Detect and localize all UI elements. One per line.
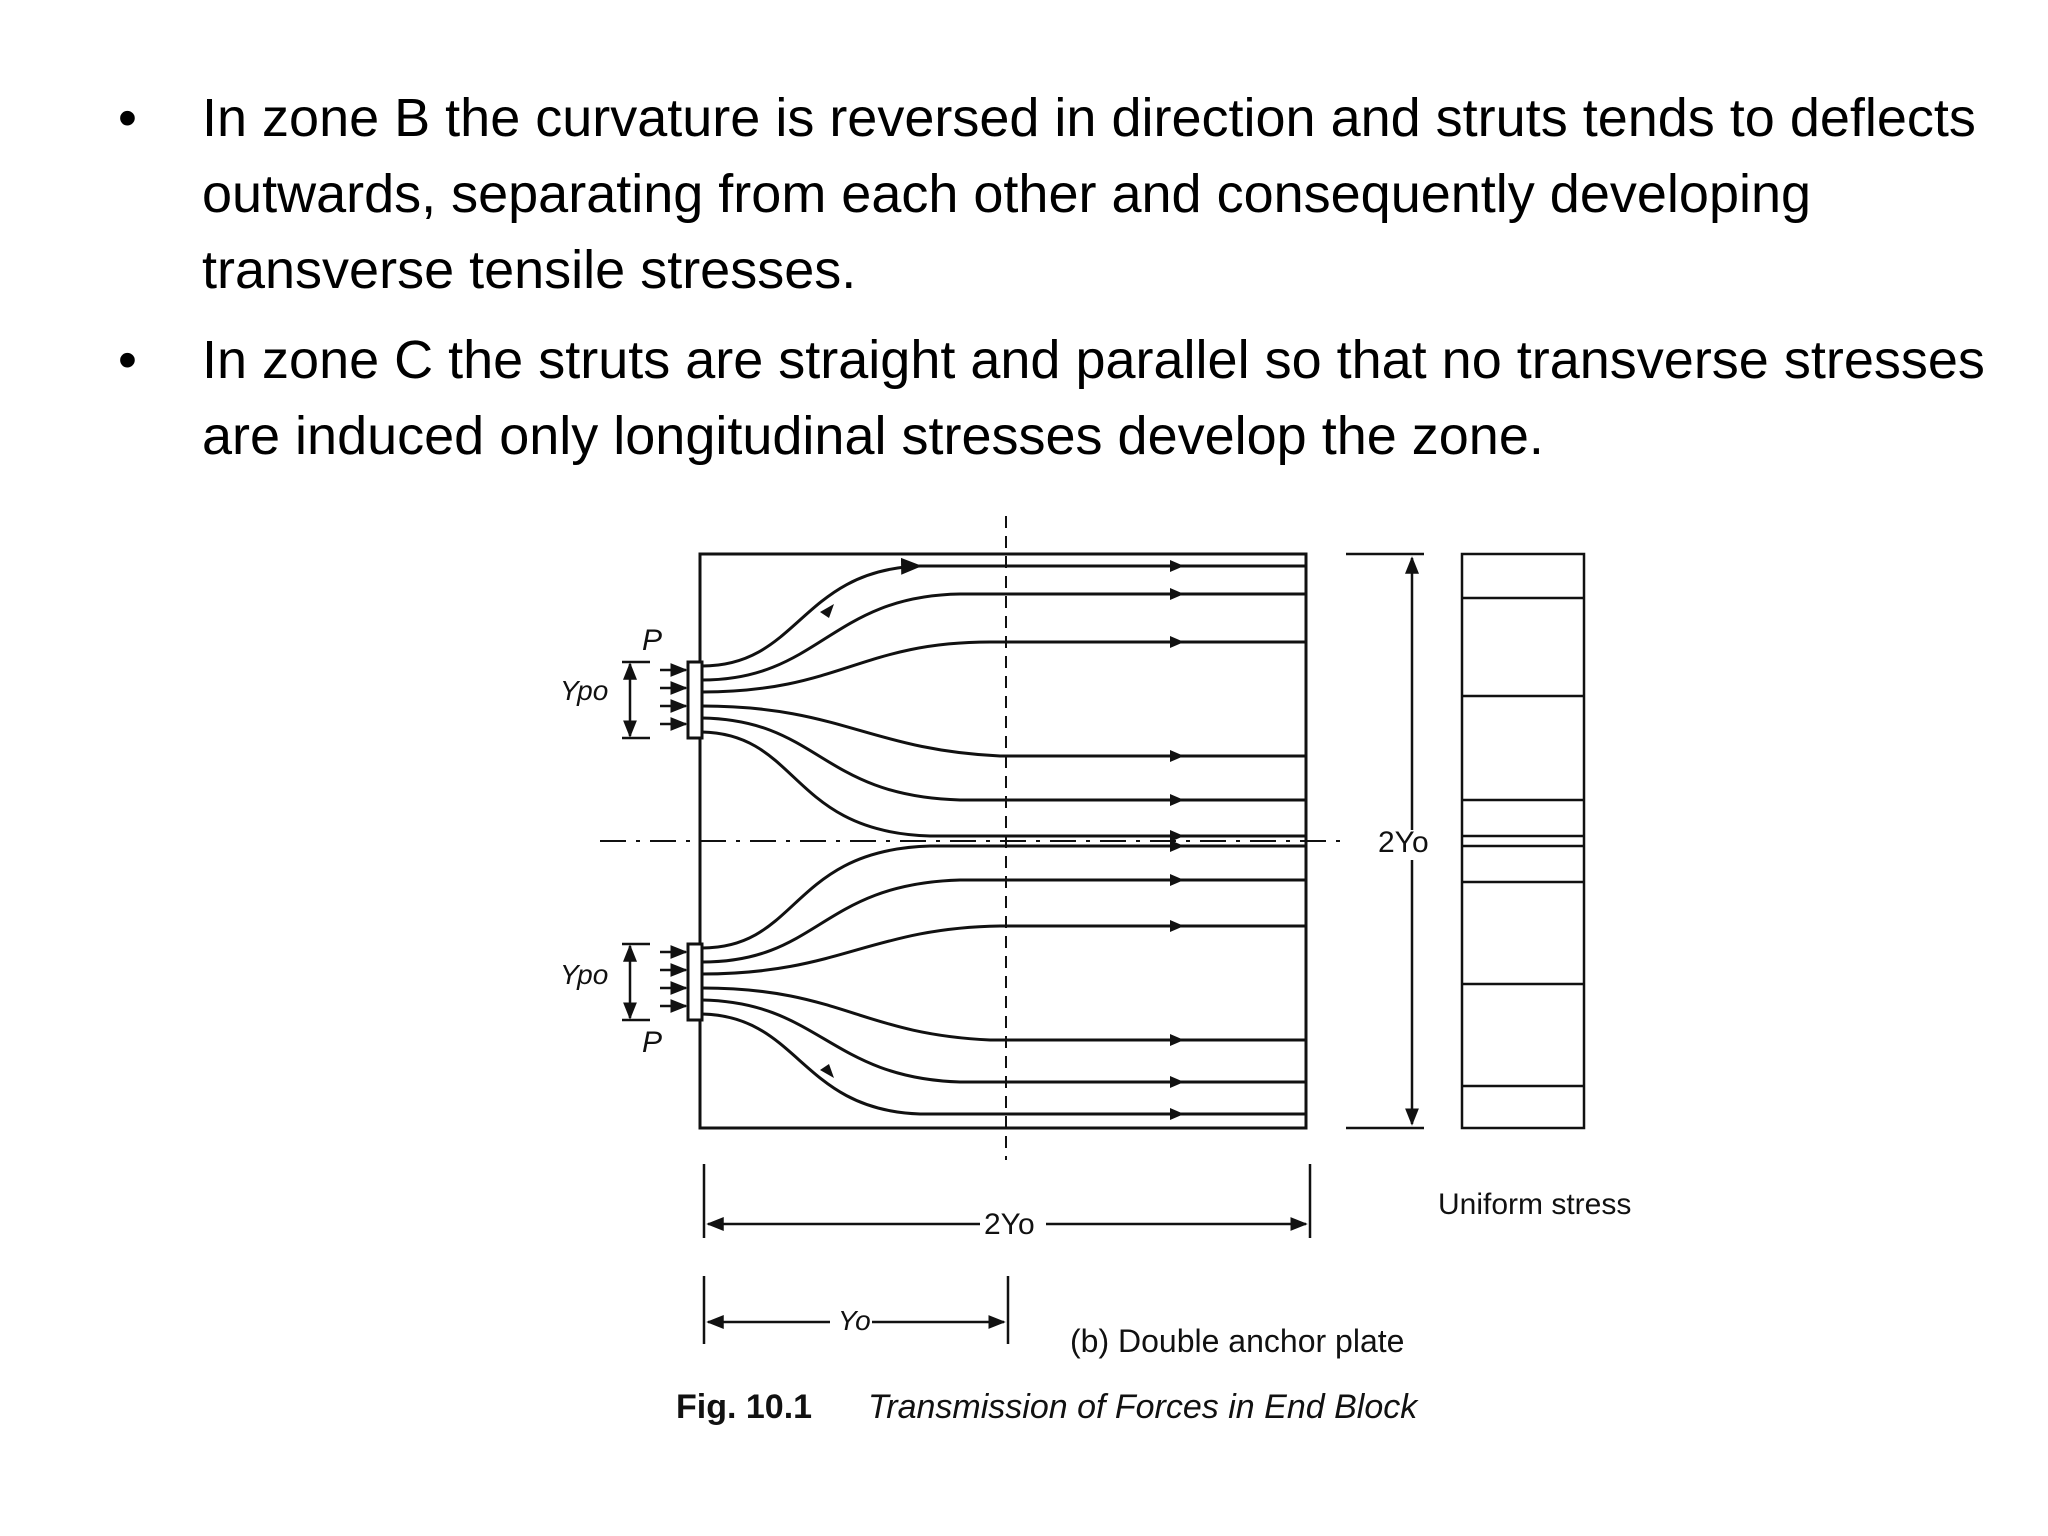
uniform-stress-label: Uniform stress	[1438, 1188, 1631, 1221]
figure-title: Transmission of Forces in End Block	[868, 1388, 1419, 1426]
ypo-dimension-top	[622, 660, 650, 740]
load-arrows	[660, 663, 688, 1013]
half-length-dimension-label: Yo	[838, 1305, 871, 1336]
load-label-top: P	[642, 624, 662, 657]
trajectories-bottom	[701, 844, 1306, 1116]
length-dimension-label: 2Yo	[984, 1208, 1035, 1241]
ypo-dimension-bottom	[622, 942, 650, 1022]
bullet-text: In zone B the curvature is reversed in d…	[202, 88, 1976, 300]
half-length-dimension	[702, 1276, 1010, 1344]
load-label-bottom: P	[642, 1026, 662, 1059]
anchor-plate-top	[686, 660, 704, 740]
bullet-text: In zone C the struts are straight and pa…	[202, 330, 1985, 466]
ypo-label-top: Ypo	[560, 675, 608, 706]
ypo-label-bottom: Ypo	[560, 959, 608, 990]
height-dimension	[1346, 552, 1424, 1130]
figure-number: Fig. 10.1	[676, 1388, 812, 1426]
figure-subcaption: (b) Double anchor plate	[1070, 1323, 1404, 1359]
anchor-plate-bottom	[686, 942, 704, 1022]
uniform-stress-diagram	[1460, 552, 1586, 1130]
length-dimension	[702, 1164, 1312, 1238]
trajectory-arrowheads	[820, 560, 1184, 1120]
height-dimension-label: 2Yo	[1378, 826, 1429, 859]
bullet-marker: •	[118, 88, 137, 148]
trajectories-top	[701, 557, 1306, 838]
bullet-marker: •	[118, 330, 137, 390]
